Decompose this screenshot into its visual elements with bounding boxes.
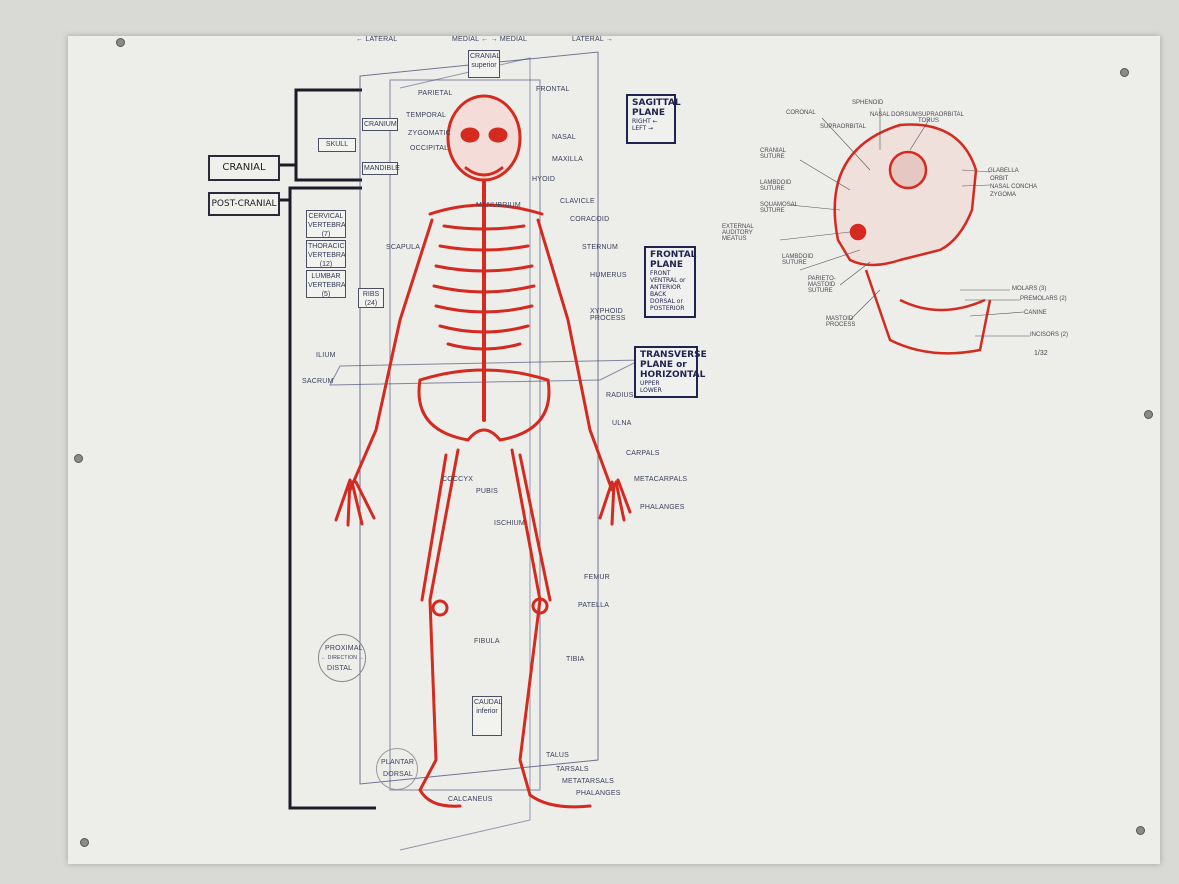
- premolars-label: PREMOLARS (2): [1020, 296, 1067, 302]
- xyphoid-label: XYPHOID PROCESS: [590, 308, 630, 322]
- dorsal-label: DORSAL: [383, 771, 413, 778]
- zygoma-label: ZYGOMA: [990, 192, 1016, 198]
- carpals-label: CARPALS: [626, 450, 660, 457]
- radius-label: RADIUS: [606, 392, 634, 399]
- fraction-label: 1/32: [1034, 350, 1048, 357]
- manubrium-label: MANUBRIUM: [476, 202, 521, 209]
- transverse-sub1: UPPER: [640, 380, 692, 387]
- molars-label: MOLARS (3): [1012, 286, 1046, 292]
- transverse-title: TRANSVERSE PLANE or HORIZONTAL: [640, 350, 692, 380]
- thoracic-box: THORACIC VERTEBRA (12): [306, 240, 346, 268]
- ulna-label: ULNA: [612, 420, 631, 427]
- caudal-direction-box: CAUDAL inferior: [472, 696, 502, 736]
- canine-label: CANINE: [1024, 310, 1047, 316]
- supraorbital-label: SUPRAORBITAL: [820, 124, 866, 130]
- metacarpals-label: METACARPALS: [634, 476, 687, 483]
- orbit-label: ORBIT: [990, 176, 1008, 182]
- coccyx-label: COCCYX: [442, 476, 473, 483]
- distal-label: DISTAL: [327, 665, 352, 672]
- sagittal-sub1: RIGHT ←: [632, 118, 670, 125]
- lumbar-box: LUMBAR VERTEBRA (5): [306, 270, 346, 298]
- proximal-distal-circle: PROXIMAL ← DIRECTION → DISTAL: [318, 634, 366, 682]
- plantar-label: PLANTAR: [381, 759, 414, 766]
- frontal-sub1: FRONT VENTRAL or ANTERIOR: [650, 270, 690, 291]
- maxilla-label: MAXILLA: [552, 156, 583, 163]
- hyoid-label: HYOID: [532, 176, 555, 183]
- zygomatic-label: ZYGOMATIC: [408, 130, 451, 137]
- transverse-sub2: LOWER: [640, 387, 692, 394]
- sagittal-title: SAGITTAL PLANE: [632, 98, 670, 118]
- cranial-box: CRANIAL: [208, 155, 280, 181]
- frontal-title: FRONTAL PLANE: [650, 250, 690, 270]
- sagittal-plane-box: SAGITTAL PLANE RIGHT ← LEFT →: [626, 94, 676, 144]
- nasal-concha-label: NASAL CONCHA: [990, 184, 1037, 190]
- calcaneus-label: CALCANEUS: [448, 796, 493, 803]
- cranium-box: CRANIUM: [362, 118, 398, 131]
- humerus-label: HUMERUS: [590, 272, 627, 279]
- supraorbital-torus-label: SUPRAORBITAL TORUS: [918, 112, 958, 124]
- mastoid-process-label: MASTOID PROCESS: [826, 316, 860, 328]
- sacrum-label: SACRUM: [302, 378, 334, 385]
- coronal-label: CORONAL: [786, 110, 816, 116]
- skull-box: SKULL: [318, 138, 356, 152]
- glabella-label: GLABELLA: [988, 168, 1019, 174]
- medial-label: MEDIAL ← → MEDIAL: [452, 36, 527, 43]
- transverse-plane-box: TRANSVERSE PLANE or HORIZONTAL UPPER LOW…: [634, 346, 698, 398]
- talus-label: TALUS: [546, 752, 569, 759]
- fibula-label: FIBULA: [474, 638, 500, 645]
- pubis-label: PUBIS: [476, 488, 498, 495]
- tibia-label: TIBIA: [566, 656, 585, 663]
- cranial-direction-box: CRANIAL superior: [468, 50, 500, 78]
- sternum-label: STERNUM: [582, 244, 618, 251]
- femur-label: FEMUR: [584, 574, 610, 581]
- lambdoid-suture-label: LAMBDOID SUTURE: [760, 180, 800, 192]
- ribs-box: RIBS (24): [358, 288, 384, 308]
- incisors-label: INCISORS (2): [1030, 332, 1068, 338]
- ischium-label: ISCHIUM: [494, 520, 525, 527]
- post-cranial-box: POST-CRANIAL: [208, 192, 280, 216]
- patella-label: PATELLA: [578, 602, 609, 609]
- phalanges-hand-label: PHALANGES: [640, 504, 685, 511]
- parietal-label: PARIETAL: [418, 90, 452, 97]
- tarsals-label: TARSALS: [556, 766, 589, 773]
- frontal-plane-box: FRONTAL PLANE FRONT VENTRAL or ANTERIOR …: [644, 246, 696, 318]
- bracket-lines: [278, 90, 376, 808]
- clavicle-label: CLAVICLE: [560, 198, 595, 205]
- occipital-label: OCCIPITAL: [410, 145, 448, 152]
- scapula-label: SCAPULA: [386, 244, 420, 251]
- sphenoid-label: SPHENOID: [852, 100, 883, 106]
- plantar-dorsal-circle: PLANTAR DORSAL: [376, 748, 418, 790]
- lateral-right-label: LATERAL →: [572, 36, 613, 43]
- direction-sub-label: ← DIRECTION →: [321, 655, 364, 661]
- squamosal-suture-label: SQUAMOSAL SUTURE: [760, 202, 800, 214]
- mandible-box: MANDIBLE: [362, 162, 398, 175]
- temporal-label: TEMPORAL: [406, 112, 446, 119]
- lateral-left-label: ← LATERAL: [356, 36, 397, 43]
- nasal-dorsum-label: NASAL DORSUM: [870, 112, 918, 118]
- frontal-label: FRONTAL: [536, 86, 570, 93]
- lambdoid-suture2-label: LAMBDOID SUTURE: [782, 254, 822, 266]
- nasal-label: NASAL: [552, 134, 576, 141]
- cranial-suture-label: CRANIAL SUTURE: [760, 148, 796, 160]
- phalanges-foot-label: PHALANGES: [576, 790, 621, 797]
- metatarsals-label: METATARSALS: [562, 778, 614, 785]
- frontal-sub2: BACK DORSAL or POSTERIOR: [650, 291, 690, 312]
- parieto-mastoid-label: PARIETO-MASTOID SUTURE: [808, 276, 858, 294]
- cervical-box: CERVICAL VERTEBRA (7): [306, 210, 346, 238]
- ilium-label: ILIUM: [316, 352, 336, 359]
- coracoid-label: CORACOID: [570, 216, 609, 223]
- proximal-label: PROXIMAL: [325, 645, 363, 652]
- sagittal-sub2: LEFT →: [632, 125, 670, 132]
- external-auditory-label: EXTERNAL AUDITORY MEATUS: [722, 224, 766, 242]
